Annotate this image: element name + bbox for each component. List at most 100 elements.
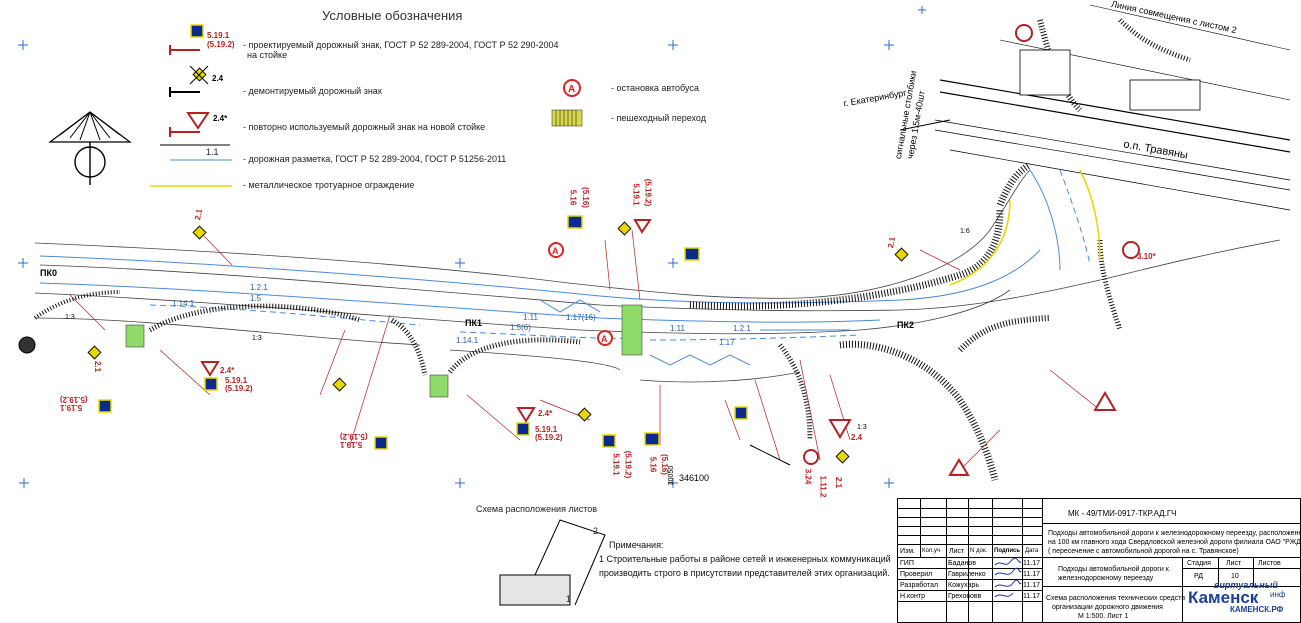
legend-sign-code-alt: (5.19.2) (207, 40, 235, 49)
sign-label: 3.10* (1137, 252, 1156, 261)
pk1-label: ПК1 (465, 318, 482, 328)
date-checked: 11.17 (1023, 571, 1040, 578)
sign-label: 5.19.1 (225, 376, 248, 385)
sign-label: (5.19.2) (225, 384, 253, 393)
col-header: Дата (1025, 548, 1039, 554)
sign-label: 2.1 (834, 476, 844, 489)
marking-label: 1.17(16) (566, 313, 596, 322)
sheet-title-2: организации дорожного движения (1052, 604, 1163, 611)
legend-marking-code: 1.1 (206, 147, 219, 157)
doc-code: МК - 49/ТМИ-0917-ТКР.АД.ГЧ (1068, 509, 1177, 518)
role-developed: Разработал (900, 582, 939, 589)
sign-label: 2.1 (93, 360, 103, 373)
crosshair-marks (18, 6, 926, 488)
sheets-header: Листов (1258, 560, 1281, 567)
triangle-signs (200, 219, 1117, 476)
marking-label: 1.2.1 (250, 283, 268, 292)
col-header: Кол.уч (922, 548, 940, 554)
sign-label: 5.16 (568, 189, 578, 206)
sheet-header: Лист (1226, 560, 1242, 567)
col-header: Подпись (994, 548, 1021, 554)
sign-label: 2.4* (220, 366, 235, 375)
marking-label: 1.5 (250, 294, 262, 303)
legend-title: Условные обозначения (322, 8, 463, 23)
marking-label: 1.14.1 (456, 336, 479, 345)
marking-label: 1.14.1 (172, 299, 195, 308)
name-checked: Гавриленко (948, 571, 986, 578)
legend-bus-stop: - остановка автобуса (611, 83, 699, 93)
coordinate-label: 346100 (679, 473, 710, 483)
col-header: Лист (949, 548, 965, 555)
sign-label: 2.1 (193, 208, 204, 221)
project-desc-2: на 100 км главного хода Свердловской жел… (1048, 539, 1301, 546)
blue-signs (98, 215, 748, 450)
sheet-title-3: М 1:500. Лист 1 (1078, 613, 1129, 620)
legend-item-new-sign-2: на стойке (247, 50, 288, 60)
sign-label: 5.19.1 (611, 453, 621, 476)
sign-label: (5.16) (580, 187, 590, 208)
sign-label: (5.19.2) (623, 450, 633, 479)
legend-crossing: - пешеходный переход (611, 113, 706, 123)
title-block: МК - 49/ТМИ-0917-ТКР.АД.ГЧ Подходы автом… (897, 498, 1301, 623)
legend-removed-code: 2.4 (212, 74, 224, 83)
marking-label: 1.2.1 (733, 324, 751, 333)
marking-label: 1.17 (719, 338, 735, 347)
slope-label: 1:3 (65, 314, 75, 321)
name-developed: Кожухарь (948, 582, 980, 589)
sheet-title-1: Схема расположения технических средств (1046, 595, 1186, 602)
marking-label: 1.11 (670, 324, 685, 333)
sign-label: 2.1 (886, 236, 897, 249)
sign-label: 1.11.2 (818, 475, 828, 498)
legend-sign-code: 5.19.1 (207, 31, 230, 40)
date-developed: 11.17 (1023, 582, 1040, 589)
sign-label: (5.19.2) (340, 432, 368, 441)
watermark-main: Каменск (1188, 588, 1259, 607)
sign-label: 5.16 (648, 456, 658, 473)
legend-item-removed-sign: - демонтируемый дорожный знак (243, 86, 382, 96)
slope-label: 1:6 (960, 228, 970, 235)
legend-reused-code: 2.4* (213, 114, 228, 123)
project-desc-1: Подходы автомобильной дороги к железнодо… (1048, 530, 1301, 537)
priority-signs (87, 221, 909, 464)
leader-lines (69, 229, 1101, 471)
pk0-label: ПК0 (40, 268, 57, 278)
sign-label: 5.19.1 (60, 403, 83, 412)
sign-label: 3.24 (803, 468, 813, 485)
legend-symbols: A (48, 24, 583, 185)
notes-title: Примечания: (609, 540, 664, 550)
railway (934, 4, 1291, 211)
role-gip: ГИП (900, 560, 914, 567)
legend-item-fence: - металлическое тротуарное ограждение (243, 180, 415, 190)
name-gip: Баданов (948, 560, 976, 567)
sign-label: (5.19.2) (535, 433, 563, 442)
sign-label: (5.16) (659, 454, 669, 475)
sheet-number-2: 2 (593, 526, 599, 536)
signatures (994, 557, 1022, 598)
marking-label: 1.11 (523, 313, 538, 322)
notes-line-1: 1 Строительные работы в районе сетей и и… (599, 554, 891, 564)
subject-2: железнодорожному переезду (1058, 575, 1154, 582)
legend-item-marking: - дорожная разметка, ГОСТ Р 52 289-2004,… (243, 154, 507, 164)
sign-label: (5.19.2) (60, 395, 88, 404)
sign-label: (5.19.2) (643, 178, 653, 207)
col-header: Изм. (900, 548, 915, 555)
bus-stop-markers: A A (548, 242, 613, 346)
pk2-label: ПК2 (897, 320, 914, 330)
date-control: 11.17 (1023, 593, 1040, 600)
stage-value: РД (1194, 573, 1203, 580)
project-desc-3: ( пересечение с автомобильной дорогой на… (1048, 548, 1239, 555)
watermark-bottom: КАМЕНСК.РФ (1230, 605, 1284, 614)
svg-text:A: A (552, 246, 559, 256)
col-header: N док. (970, 548, 988, 554)
slope-label: 1:3 (857, 424, 867, 431)
date-gip: 11.17 (1023, 560, 1040, 567)
slope-label: 1:3 (252, 335, 262, 342)
svg-text:A: A (568, 84, 575, 95)
sign-label: 5.19.1 (631, 183, 641, 206)
watermark-suffix: инф (1270, 590, 1286, 599)
role-checked: Проверил (900, 571, 933, 578)
metal-fence (949, 169, 1101, 286)
role-control: Н.контр (900, 593, 925, 600)
pedestrian-crossings (125, 304, 643, 398)
